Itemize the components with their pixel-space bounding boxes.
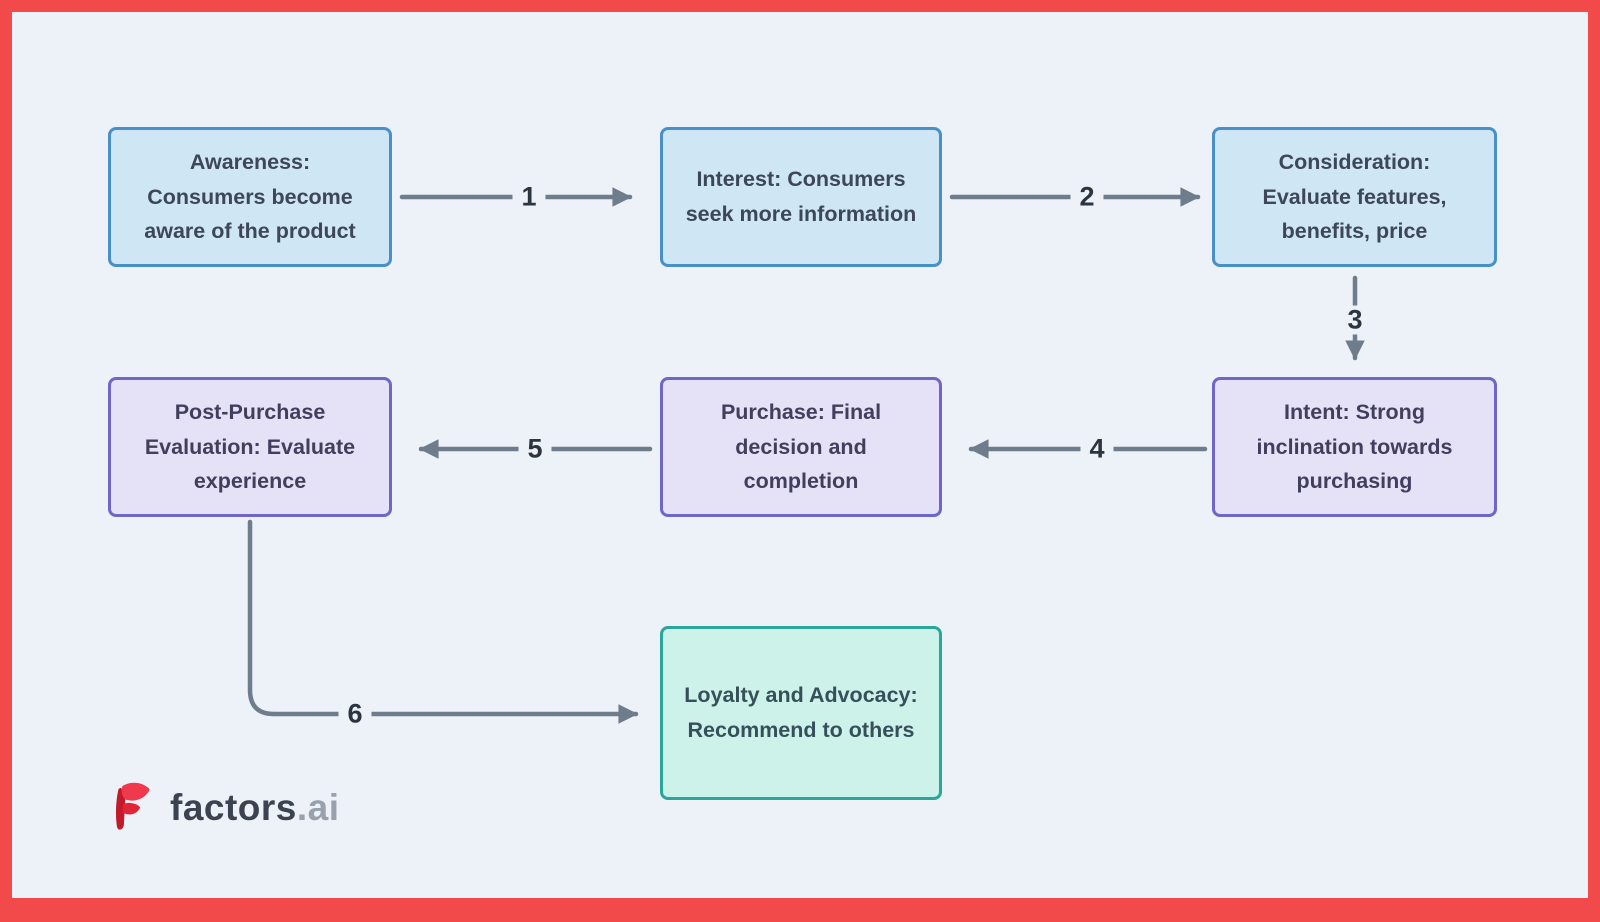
brand-suffix: .ai xyxy=(296,787,340,828)
node-purchase: Purchase: Final decision and completion xyxy=(660,377,942,517)
diagram-canvas: Awareness: Consumers become aware of the… xyxy=(12,12,1588,898)
edge-label-4: 4 xyxy=(1080,434,1114,464)
factors-logo-icon xyxy=(116,782,150,830)
node-consideration: Consideration: Evaluate features, benefi… xyxy=(1212,127,1497,267)
node-purchase-label: Purchase: Final decision and completion xyxy=(720,399,882,494)
node-awareness-label: Awareness: Consumers become aware of the… xyxy=(144,149,356,244)
edge-label-5: 5 xyxy=(518,434,552,464)
node-interest: Interest: Consumers seek more informatio… xyxy=(660,127,942,267)
node-interest-label: Interest: Consumers seek more informatio… xyxy=(685,167,917,226)
node-loyalty-label: Loyalty and Advocacy: Recommend to other… xyxy=(684,683,918,742)
edge-arrow-6 xyxy=(247,519,639,724)
brand-name: factors xyxy=(170,787,297,828)
edge-label-2: 2 xyxy=(1070,182,1104,212)
edge-label-6: 6 xyxy=(338,699,372,729)
node-loyalty: Loyalty and Advocacy: Recommend to other… xyxy=(660,626,942,800)
node-post-purchase-label: Post-Purchase Evaluation: Evaluate exper… xyxy=(144,399,356,494)
brand-logo: factors .ai xyxy=(110,780,340,836)
edge-label-3: 3 xyxy=(1338,305,1372,335)
node-consideration-label: Consideration: Evaluate features, benefi… xyxy=(1262,149,1447,244)
node-intent: Intent: Strong inclination towards purch… xyxy=(1212,377,1497,517)
edge-label-1: 1 xyxy=(512,182,546,212)
node-post-purchase: Post-Purchase Evaluation: Evaluate exper… xyxy=(108,377,392,517)
node-intent-label: Intent: Strong inclination towards purch… xyxy=(1256,399,1453,494)
node-awareness: Awareness: Consumers become aware of the… xyxy=(108,127,392,267)
brand-wordmark: factors .ai xyxy=(170,787,340,829)
